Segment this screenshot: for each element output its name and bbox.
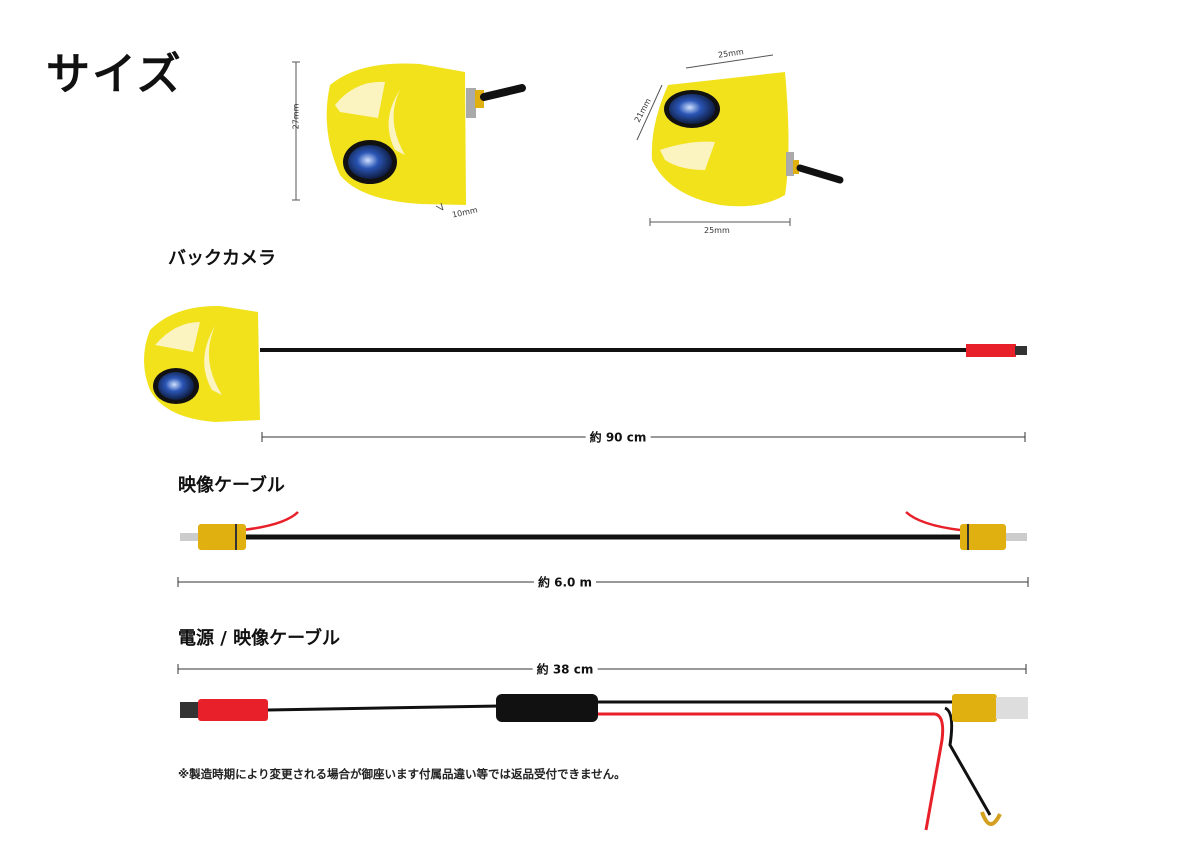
section-heading-back-camera: バックカメラ bbox=[168, 248, 276, 269]
camera-front-view bbox=[326, 63, 526, 206]
back-camera-illustration bbox=[144, 305, 1027, 422]
dimension-lines-camera-angled bbox=[636, 54, 791, 226]
length-label-power-video-cable: 約 38 cm bbox=[532, 660, 598, 678]
section-heading-video-cable: 映像ケーブル bbox=[178, 475, 285, 496]
dimension-line-6m bbox=[177, 577, 1029, 587]
dimension-label-bottom-width: 25mm bbox=[704, 226, 730, 235]
page-title: サイズ bbox=[46, 49, 183, 100]
dimension-label-front-height: 27mm bbox=[291, 103, 301, 130]
power-video-cable-illustration bbox=[180, 694, 1028, 831]
camera-angled-view bbox=[651, 72, 844, 207]
section-heading-power-video-cable: 電源 / 映像ケーブル bbox=[178, 628, 341, 649]
video-cable-illustration bbox=[180, 511, 1027, 550]
length-label-video-cable: 約 6.0 m bbox=[533, 573, 597, 591]
length-label-back-camera: 約 90 cm bbox=[585, 428, 651, 446]
dimension-lines-camera-front bbox=[292, 61, 444, 211]
dimension-line-38cm bbox=[177, 664, 1027, 674]
disclaimer-note: ※製造時期により変更される場合が御座います付属品違い等では返品受付できません。 bbox=[178, 767, 626, 781]
